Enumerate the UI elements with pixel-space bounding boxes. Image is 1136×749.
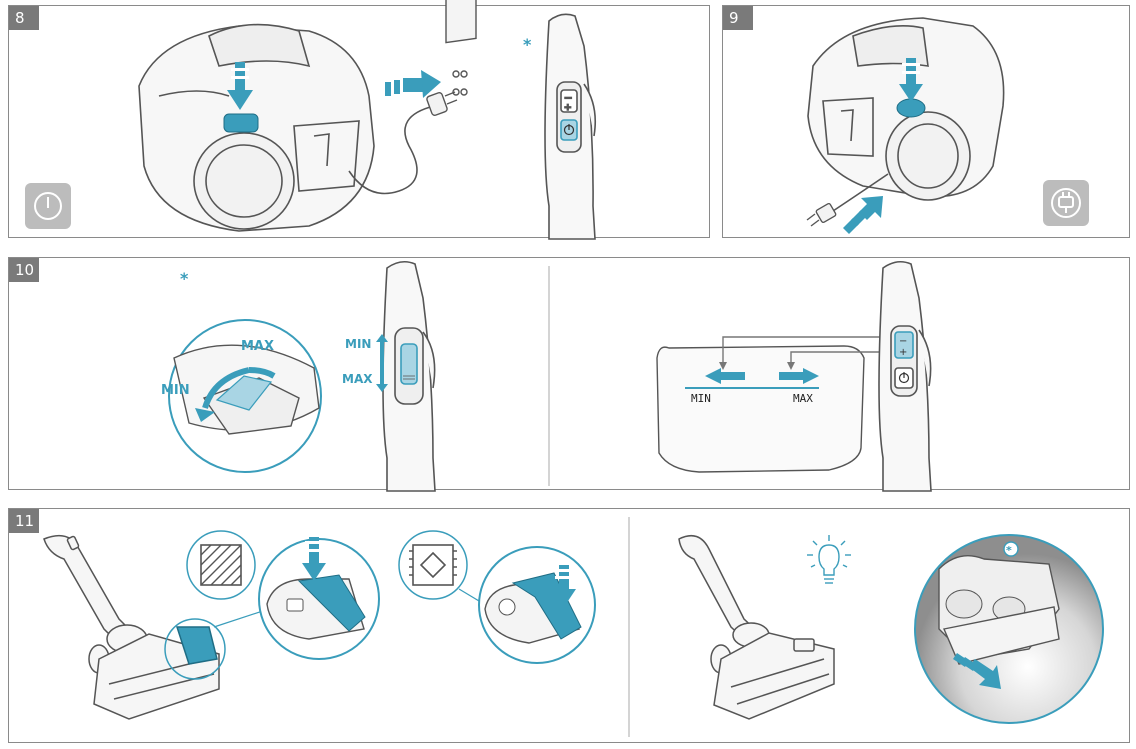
- step-number-9: 9: [723, 6, 753, 30]
- asterisk-note-11: *: [1006, 544, 1012, 557]
- min-dial-label: MIN: [161, 383, 190, 398]
- panel-step-11: 11: [8, 508, 1130, 743]
- carpet-mode-closeup: [478, 546, 596, 664]
- power-plug: [426, 91, 458, 116]
- panel-8-illustration: * − +: [138, 0, 597, 240]
- suction-display: MIN MAX: [656, 336, 899, 473]
- max-dial-label: MAX: [241, 339, 274, 354]
- svg-text:+: +: [564, 103, 572, 113]
- asterisk-note: *: [523, 35, 532, 54]
- handle-buttons: − +: [878, 260, 932, 492]
- max-screen-label: MAX: [793, 392, 813, 405]
- carpet-icon: [398, 530, 468, 600]
- panel-step-8: 8: [8, 0, 710, 240]
- step-number-10: 10: [9, 258, 39, 282]
- min-side-label: MIN: [345, 337, 371, 351]
- power-symbol-icon: [25, 183, 71, 229]
- cord-rewind-button-highlight: [896, 58, 926, 118]
- retracting-cord: [832, 173, 889, 212]
- panel-step-9: 9: [722, 5, 1130, 238]
- light-bulb-icon: [807, 535, 851, 584]
- vacuum-handle: − +: [544, 13, 597, 240]
- floor-nozzle-left: [43, 534, 220, 720]
- power-button-highlight: [223, 62, 259, 133]
- slider-direction-arrows: [376, 334, 388, 392]
- nozzle-light-closeup: *: [914, 534, 1104, 724]
- nozzle-detail-marker: [164, 618, 226, 680]
- floor-nozzle-right: [678, 534, 835, 720]
- panel-10-illustration: * MAX MIN MIN MAX: [161, 260, 932, 492]
- light-direction-arrow: [953, 653, 1001, 689]
- asterisk-note-10: *: [180, 269, 189, 288]
- max-side-label: MAX: [342, 372, 373, 386]
- handle-with-slider: [382, 260, 436, 492]
- panel-9-illustration: [806, 17, 1005, 234]
- wall-socket: [445, 0, 477, 96]
- cord-rewind-icon: [1043, 180, 1089, 226]
- cord-rewind-arrow: [843, 196, 883, 234]
- min-screen-label: MIN: [691, 392, 711, 405]
- svg-text:+: +: [899, 347, 907, 358]
- panel-step-10: 10 * MAX MIN: [8, 257, 1130, 492]
- plug-in-arrow: [385, 70, 441, 98]
- suction-dial-closeup: MAX MIN: [161, 319, 322, 473]
- step-number-11: 11: [9, 509, 39, 533]
- panel-11-illustration: *: [43, 517, 1104, 737]
- retracting-plug: [806, 202, 837, 227]
- parquet-floor-icon: [186, 530, 256, 600]
- svg-text:−: −: [899, 336, 907, 347]
- step-number-8: 8: [9, 6, 39, 30]
- power-cord: [348, 105, 435, 195]
- parquet-mode-closeup: [258, 537, 380, 660]
- svg-text:−: −: [564, 93, 572, 104]
